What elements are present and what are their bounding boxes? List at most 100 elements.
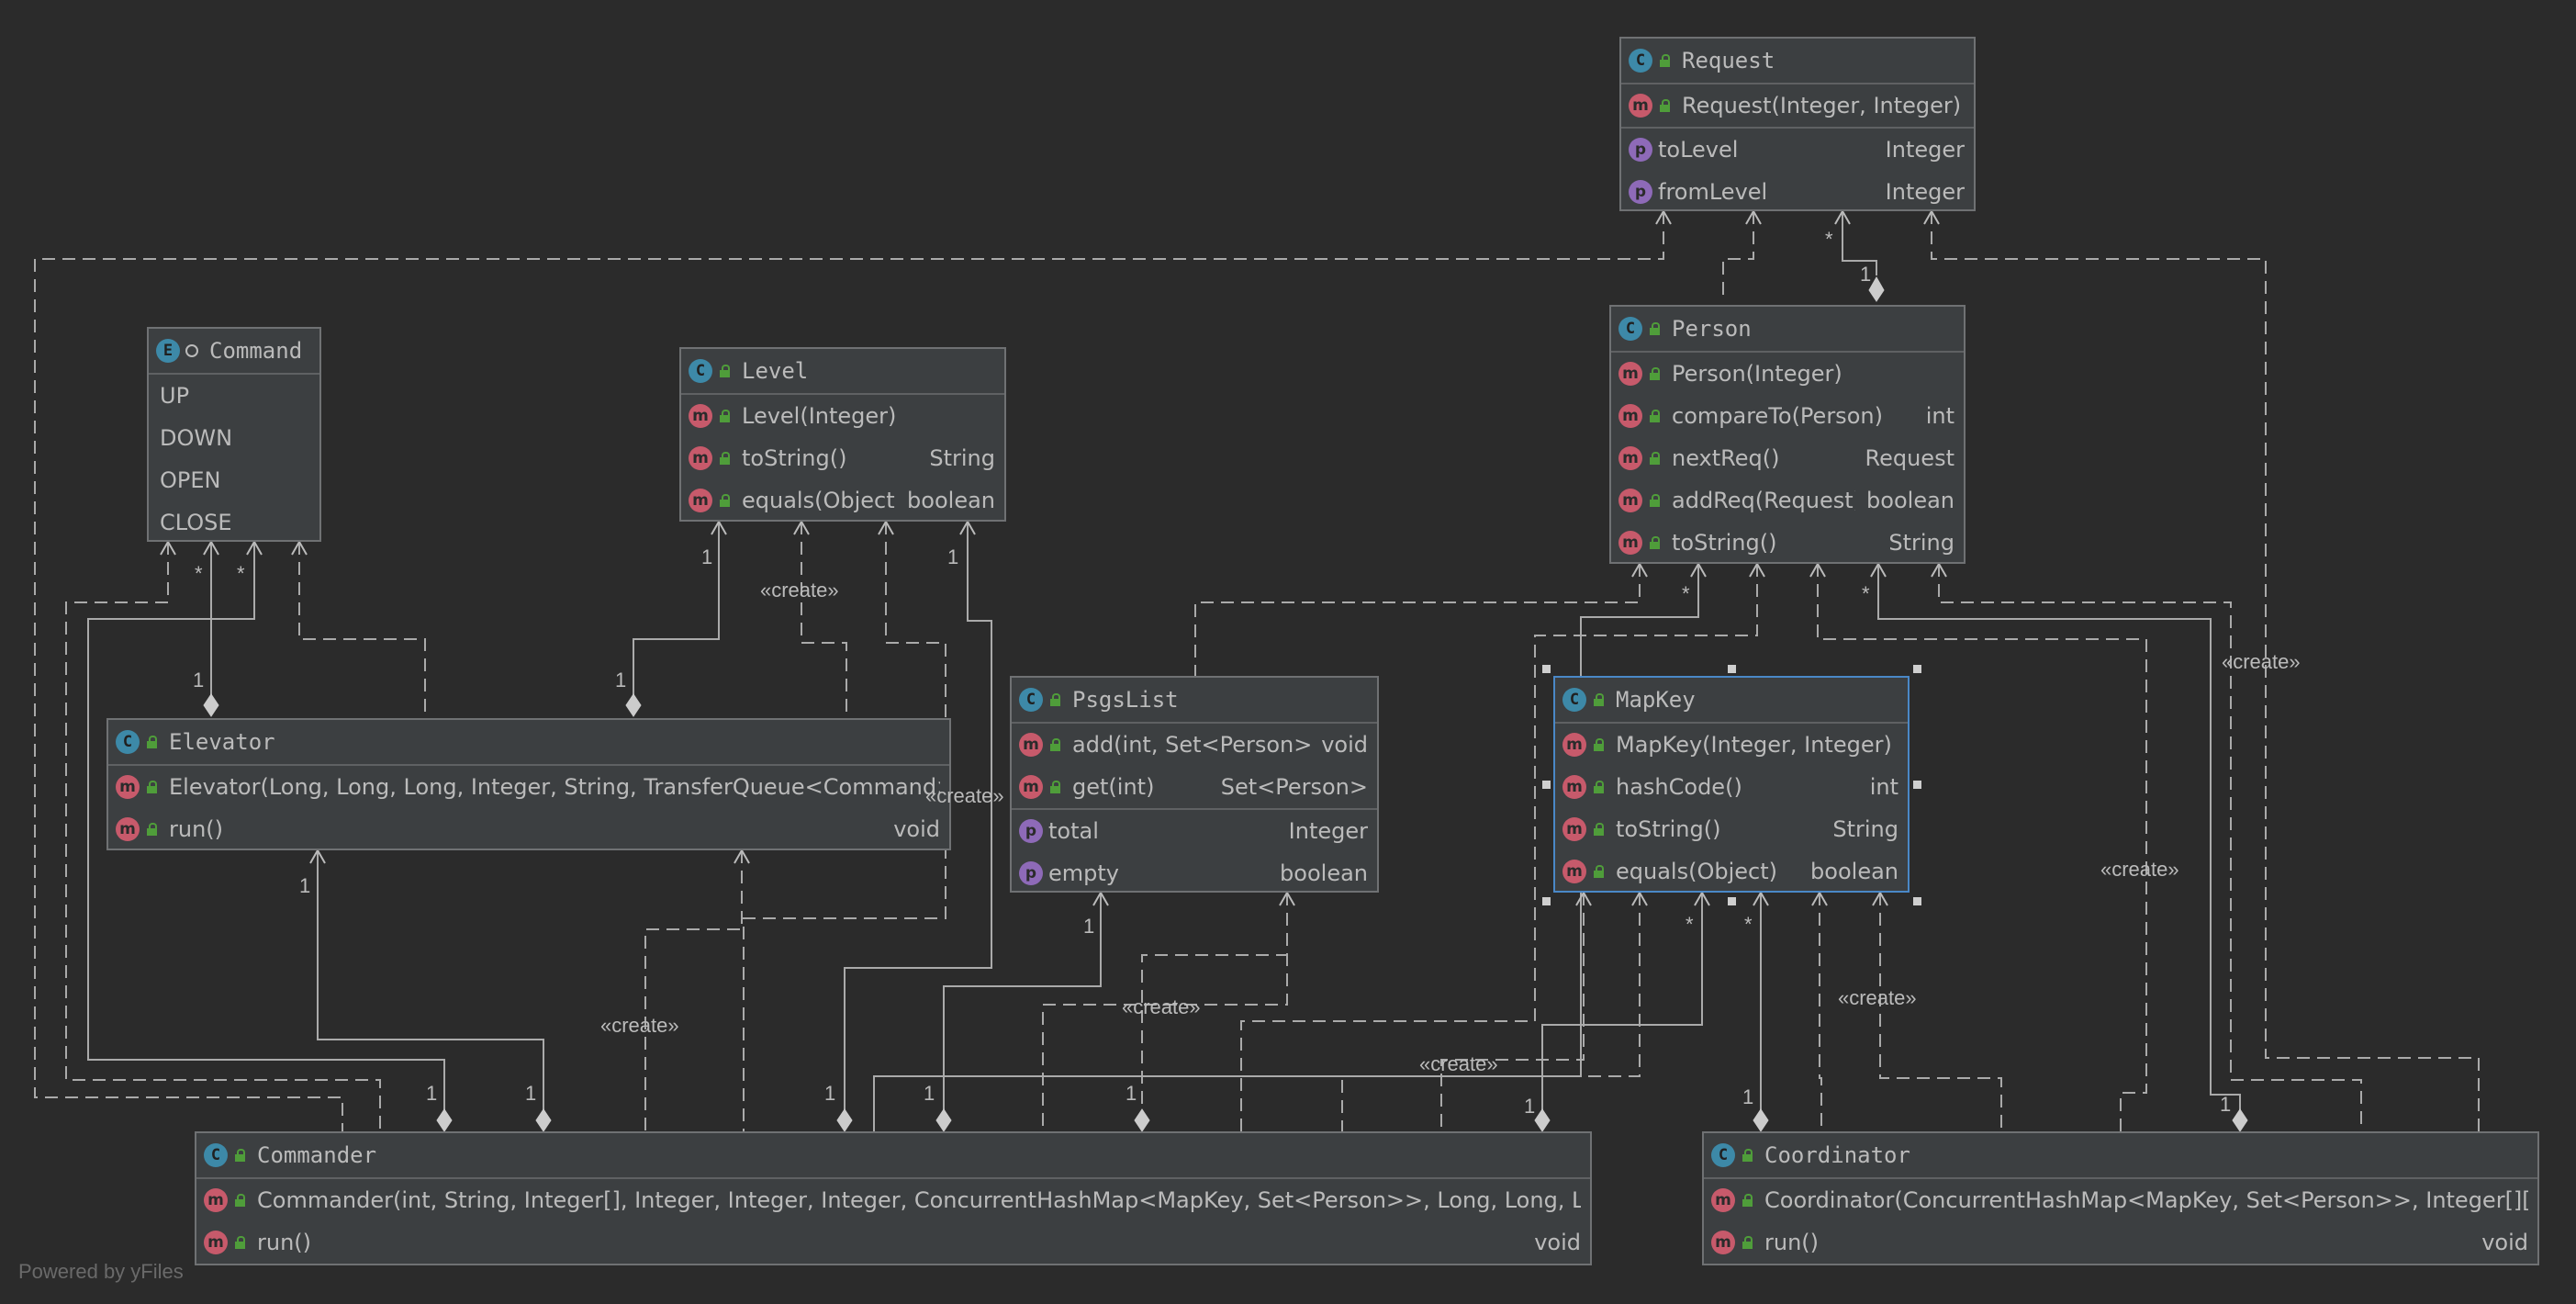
edge-elevator-level-assoc bbox=[633, 522, 720, 703]
public-icon bbox=[1741, 1149, 1753, 1162]
member-type: void bbox=[893, 816, 940, 842]
enum-constant[interactable]: OPEN bbox=[149, 459, 319, 501]
selection-handle[interactable] bbox=[1913, 665, 1921, 673]
edge-commander-psgslist-dep bbox=[1141, 893, 1288, 1115]
property-icon: p bbox=[1629, 138, 1652, 162]
public-icon bbox=[1592, 865, 1605, 878]
class-name: PsgsList bbox=[1072, 687, 1179, 713]
member-name: Person(Integer) bbox=[1672, 361, 1842, 387]
selection-handle[interactable] bbox=[1913, 781, 1921, 789]
multiplicity-many: * bbox=[1686, 913, 1694, 936]
multiplicity-many: * bbox=[195, 562, 203, 585]
method-icon: m bbox=[1711, 1188, 1735, 1212]
public-icon bbox=[233, 1149, 246, 1162]
class-icon: C bbox=[1019, 688, 1043, 712]
class-name: Command bbox=[209, 338, 303, 364]
selection-handle[interactable] bbox=[1542, 665, 1551, 673]
public-icon bbox=[233, 1194, 246, 1207]
multiplicity-one: 1 bbox=[1860, 263, 1872, 286]
selection-handle[interactable] bbox=[1542, 897, 1551, 905]
multiplicity-one: 1 bbox=[924, 1082, 935, 1105]
enum-constant[interactable]: DOWN bbox=[149, 417, 319, 459]
member-name: get(int) bbox=[1072, 774, 1155, 800]
edge-commander-psgslist bbox=[1042, 893, 1288, 1131]
member-name: nextReq() bbox=[1672, 445, 1780, 471]
class-icon: C bbox=[689, 359, 712, 383]
method-icon: m bbox=[116, 775, 140, 799]
enum-constant[interactable]: CLOSE bbox=[149, 501, 319, 544]
method-icon: m bbox=[1618, 362, 1642, 386]
selection-handle[interactable] bbox=[1913, 897, 1921, 905]
multiplicity-one: 1 bbox=[701, 545, 713, 568]
edge-commander-level-assoc bbox=[844, 522, 992, 1115]
selection-handle[interactable] bbox=[1728, 665, 1736, 673]
selection-handle[interactable] bbox=[1728, 897, 1736, 905]
public-icon bbox=[1648, 410, 1661, 422]
multiplicity-one: 1 bbox=[1083, 915, 1095, 938]
edge-label-create: «create» bbox=[760, 579, 839, 601]
public-icon bbox=[1741, 1194, 1753, 1207]
edge-label-create: «create» bbox=[1419, 1052, 1498, 1075]
class-psgslist-header[interactable]: C PsgsList bbox=[1012, 678, 1377, 724]
class-name: Commander bbox=[257, 1142, 377, 1168]
member-name: toString() bbox=[1672, 530, 1777, 556]
member-type: void bbox=[2481, 1230, 2528, 1255]
method-icon: m bbox=[1711, 1231, 1735, 1254]
member-row[interactable]: m Person(Integer) bbox=[1611, 353, 1964, 395]
edge-commander-psgslist-assoc bbox=[943, 893, 1102, 1115]
edge-label-create: «create» bbox=[925, 784, 1004, 807]
enum-constant[interactable]: UP bbox=[149, 375, 319, 417]
public-icon bbox=[718, 365, 731, 377]
class-commander-header[interactable]: C Commander bbox=[196, 1133, 1590, 1179]
class-icon: C bbox=[204, 1143, 228, 1167]
selection-handle[interactable] bbox=[1542, 781, 1551, 789]
multiplicity-one: 1 bbox=[2220, 1093, 2232, 1116]
edge-commander-command bbox=[65, 542, 381, 1131]
member-name: fromLevel bbox=[1658, 179, 1768, 205]
edge-coordinator-mapkey bbox=[1819, 893, 1822, 1131]
edge-person-request bbox=[1722, 211, 1754, 301]
public-icon bbox=[1592, 693, 1605, 706]
edge-commander-mapkey2 bbox=[1440, 893, 1585, 1131]
